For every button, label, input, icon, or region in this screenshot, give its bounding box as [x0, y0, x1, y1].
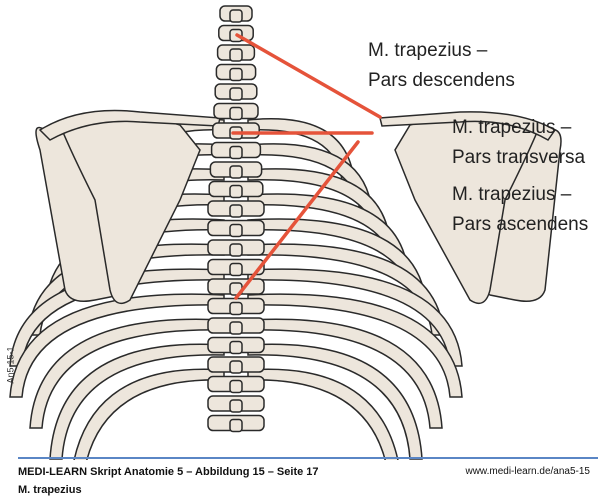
rib [29, 318, 225, 429]
spinous-process [229, 67, 243, 82]
label-line2: Pars descendens [368, 70, 515, 91]
spinous-process [229, 9, 243, 23]
footer-title: MEDI-LEARN Skript Anatomie 5 – Abbildung… [18, 466, 319, 478]
spinous-process [229, 379, 243, 394]
skeleton-illustration [9, 5, 562, 460]
spinous-process [229, 360, 243, 374]
footer-subtitle: M. trapezius [18, 484, 82, 496]
pars-descendens-line [235, 33, 382, 119]
label-pars-descendens: M. trapezius – Pars descendens [368, 40, 515, 92]
spinous-process [229, 87, 243, 101]
spinous-process [229, 418, 243, 433]
label-pars-transversa: M. trapezius – Pars transversa [452, 117, 585, 169]
right-clavicle [379, 111, 557, 141]
figure-code: An5-15-1 [5, 346, 16, 384]
rib [247, 243, 445, 336]
footer-divider [18, 457, 598, 459]
spinous-process [229, 165, 243, 179]
spinous-process [229, 262, 243, 277]
label-line1: M. trapezius – [452, 184, 572, 205]
rib [247, 343, 423, 460]
spinous-process [229, 340, 243, 355]
spinous-process [229, 321, 243, 335]
spinous-process [229, 204, 243, 218]
spinous-process [229, 301, 243, 316]
vertebral-column [207, 5, 265, 433]
footer-url[interactable]: www.medi-learn.de/ana5-15 [465, 466, 590, 477]
spinous-process [229, 399, 243, 413]
spinous-process [229, 106, 243, 121]
label-line1: M. trapezius – [452, 117, 572, 138]
spinous-process [229, 184, 243, 199]
trapezius-lines [231, 33, 382, 300]
label-pars-ascendens: M. trapezius – Pars ascendens [452, 184, 588, 236]
spinous-process [229, 145, 243, 160]
spinous-process [229, 223, 243, 238]
rib [247, 318, 443, 429]
label-line2: Pars transversa [452, 147, 586, 168]
spinous-process [229, 243, 243, 257]
label-line1: M. trapezius – [368, 40, 488, 61]
left-clavicle [38, 109, 221, 141]
spinous-process [229, 48, 243, 62]
label-line2: Pars ascendens [452, 214, 589, 235]
rib [247, 293, 463, 398]
pars-ascendens-line [234, 140, 360, 300]
rib [49, 343, 225, 460]
rib [9, 293, 225, 398]
